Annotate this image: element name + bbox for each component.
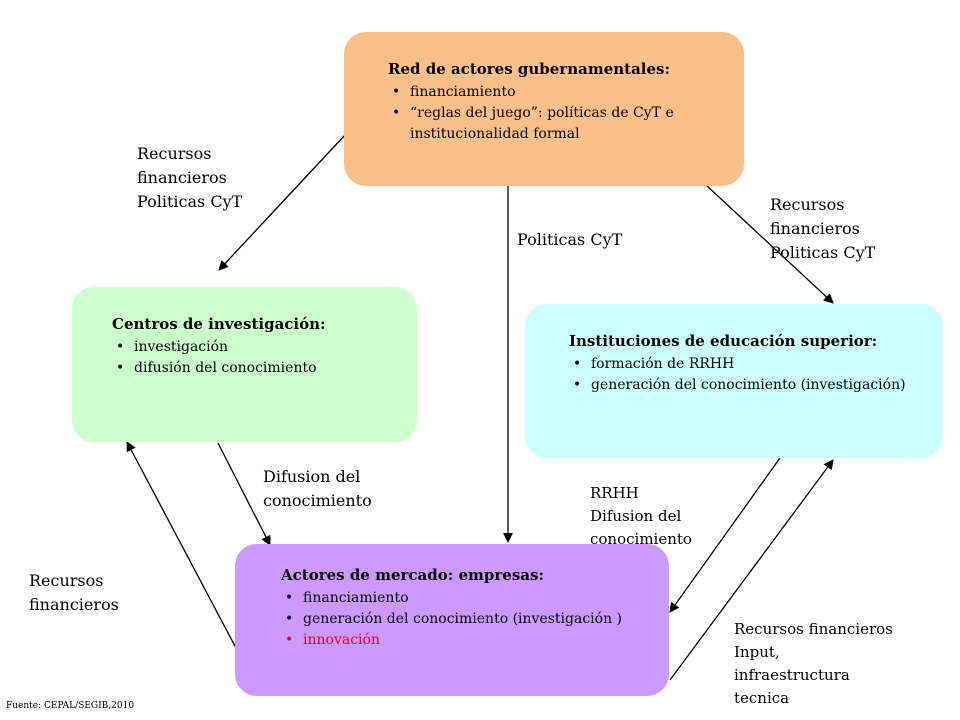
label-line: Difusion del	[590, 507, 682, 525]
label-line: Politicas CyT	[137, 192, 243, 211]
label-line: conocimiento	[590, 530, 692, 548]
label-line: infraestructura	[734, 666, 850, 684]
node-item: investigación	[112, 337, 405, 358]
label-line: financieros	[29, 595, 119, 614]
node-item: financiamiento	[281, 588, 655, 609]
node-item: generación del conocimiento (investigaci…	[281, 609, 655, 630]
node-government-actors: Red de actores gubernamentales: financia…	[344, 32, 744, 186]
label-market-to-higher-ed: Recursos financieros Input, infraestruct…	[734, 618, 893, 710]
source-note: Fuente: CEPAL/SEGIB,2010	[6, 701, 135, 711]
node-item: generación del conocimiento (investigaci…	[569, 375, 929, 396]
arrow-market-to-research	[126, 441, 237, 649]
node-item-highlight: innovación	[281, 630, 655, 651]
label-line: Recursos	[29, 571, 104, 590]
arrow-gov-to-higher-ed	[705, 184, 834, 304]
label-line: financieros	[770, 219, 860, 238]
label-line: Politicas CyT	[770, 243, 876, 262]
node-item: formación de RRHH	[569, 354, 929, 375]
arrow-research-to-market	[217, 442, 271, 546]
label-line: financieros	[137, 168, 227, 187]
node-items: financiamiento generación del conocimien…	[281, 588, 655, 651]
label-research-to-market: Difusion del conocimiento	[263, 465, 372, 513]
label-gov-to-higher-ed: Recursos financieros Politicas CyT	[770, 193, 875, 265]
label-gov-to-market: Politicas CyT	[517, 228, 622, 252]
label-line: Politicas CyT	[517, 230, 623, 249]
node-higher-education: Instituciones de educación superior: for…	[525, 304, 943, 458]
node-research-centers: Centros de investigación: investigación …	[72, 287, 417, 442]
label-gov-to-research: Recursos financieros Politicas CyT	[137, 142, 242, 214]
label-line: Recursos	[770, 195, 845, 214]
node-item: difusión del conocimiento	[112, 358, 405, 379]
label-higher-ed-to-market: RRHH Difusion del conocimiento	[590, 482, 692, 551]
label-line: Recursos	[137, 144, 212, 163]
label-line: Input,	[734, 643, 780, 661]
label-line: tecnica	[734, 689, 790, 707]
node-title: Actores de mercado: empresas:	[281, 566, 544, 584]
label-line: RRHH	[590, 484, 639, 502]
node-title: Centros de investigación:	[112, 315, 326, 333]
node-item: “reglas del juego”: políticas de CyT e i…	[388, 103, 724, 145]
node-title: Red de actores gubernamentales:	[388, 60, 671, 78]
arrow-market-to-higher-ed	[669, 459, 834, 681]
node-title: Instituciones de educación superior:	[569, 332, 878, 350]
arrow-higher-ed-to-market	[669, 457, 781, 613]
node-items: formación de RRHH generación del conocim…	[569, 354, 929, 396]
node-market-actors: Actores de mercado: empresas: financiami…	[235, 544, 669, 696]
label-line: Recursos financieros	[734, 620, 893, 638]
node-item: financiamiento	[388, 82, 724, 103]
label-line: Difusion del	[263, 467, 361, 486]
node-items: investigación difusión del conocimiento	[112, 337, 405, 379]
label-line: conocimiento	[263, 491, 372, 510]
node-items: financiamiento “reglas del juego”: polít…	[388, 82, 724, 145]
label-market-to-research: Recursos financieros	[29, 569, 119, 617]
arrow-gov-to-research	[218, 134, 346, 271]
